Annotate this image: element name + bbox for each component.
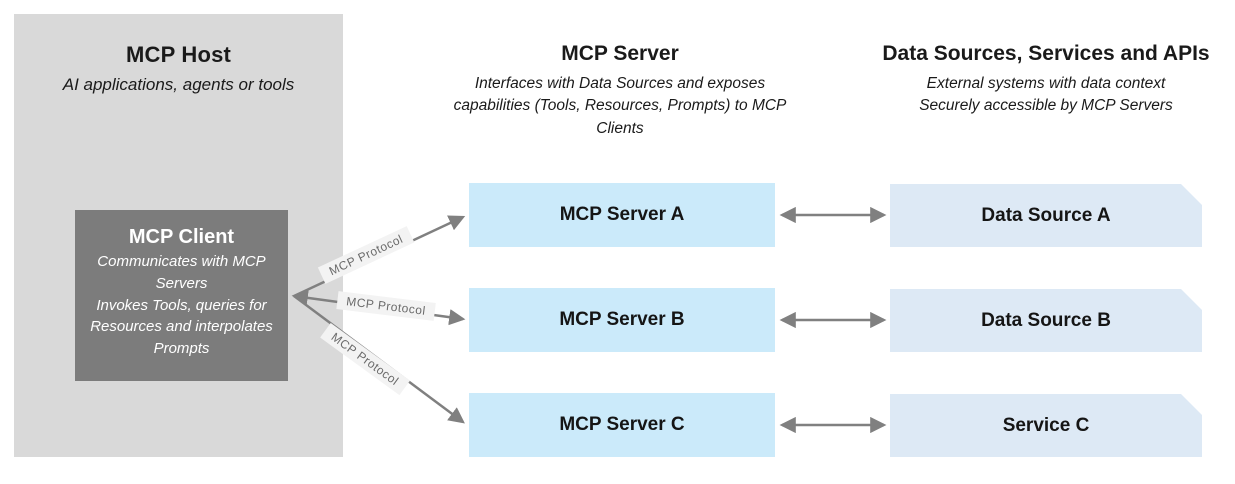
mcp-server-a-box: MCP Server A bbox=[469, 183, 775, 247]
servers-column-header: MCP Server Interfaces with Data Sources … bbox=[450, 42, 790, 140]
sources-subtitle: External systems with data context Secur… bbox=[866, 73, 1226, 118]
sources-subtitle-line-1: External systems with data context bbox=[926, 75, 1166, 92]
protocol-label-b: MCP Protocol bbox=[336, 291, 436, 321]
service-c-label: Service C bbox=[1002, 414, 1090, 436]
mcp-server-c-box: MCP Server C bbox=[469, 393, 775, 457]
mcp-server-a-label: MCP Server A bbox=[559, 204, 685, 225]
data-source-b-box: Data Source B bbox=[890, 289, 1202, 352]
host-title: MCP Host bbox=[125, 42, 232, 67]
mcp-server-b-box: MCP Server B bbox=[469, 288, 775, 352]
service-c-box: Service C bbox=[890, 394, 1202, 457]
client-description-line-2: Invokes Tools, queries for Resources and… bbox=[90, 296, 273, 358]
mcp-client-box: MCP Client Communicates with MCP Servers… bbox=[75, 210, 288, 381]
sources-column-header: Data Sources, Services and APIs External… bbox=[866, 42, 1226, 118]
host-subtitle: AI applications, agents or tools bbox=[62, 75, 295, 94]
mcp-host-panel: MCP Host AI applications, agents or tool… bbox=[14, 14, 343, 457]
mcp-server-c-label: MCP Server C bbox=[559, 414, 685, 435]
client-title: MCP Client bbox=[128, 226, 235, 248]
sources-title: Data Sources, Services and APIs bbox=[882, 42, 1210, 65]
client-description-line-1: Communicates with MCP Servers bbox=[97, 253, 266, 292]
data-source-b-label: Data Source B bbox=[981, 309, 1111, 331]
mcp-server-b-label: MCP Server B bbox=[559, 309, 685, 330]
data-source-a-label: Data Source A bbox=[981, 204, 1111, 226]
servers-subtitle: Interfaces with Data Sources and exposes… bbox=[453, 75, 787, 137]
sources-subtitle-line-2: Securely accessible by MCP Servers bbox=[919, 97, 1173, 115]
servers-title: MCP Server bbox=[561, 42, 679, 65]
data-source-a-box: Data Source A bbox=[890, 184, 1202, 247]
